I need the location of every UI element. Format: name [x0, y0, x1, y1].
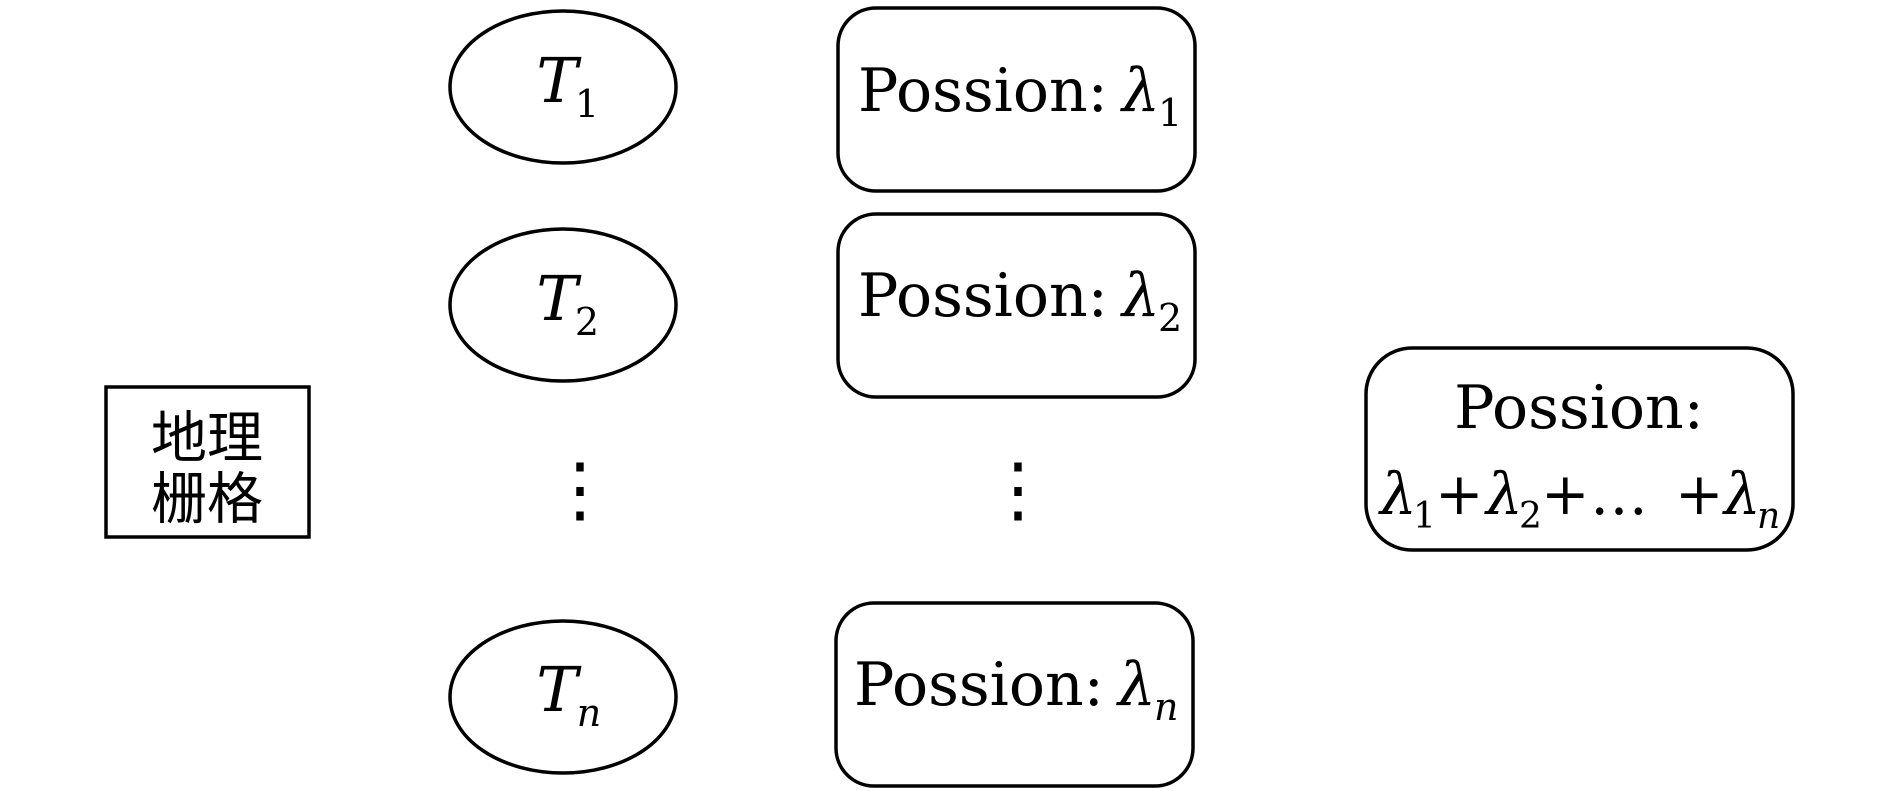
sum-term-subscript-2: 2: [1519, 496, 1542, 537]
time-nodes-ellipsis: ⋮: [544, 447, 616, 531]
time-node-symbol: T: [536, 262, 582, 335]
poisson-node-label: Possion:: [858, 56, 1108, 126]
poisson-sum-box: [1364, 346, 1795, 552]
sum-term-lambda-1: λ: [1378, 460, 1417, 528]
sum-term-subscript-1: 1: [1413, 496, 1436, 537]
time-node-2: T 2: [448, 227, 678, 383]
poisson-node-box: [834, 601, 1195, 788]
sum-term-lambda-2: λ: [1484, 460, 1523, 528]
poisson-sum-label: Possion:: [1454, 373, 1704, 443]
time-node-ellipse: [448, 9, 678, 165]
time-node-symbol: T: [536, 653, 582, 726]
sum-term-ellipsis: …: [1590, 460, 1648, 528]
geo-grid-node: 地理 栅格: [104, 385, 311, 539]
time-node-ellipse: [448, 619, 678, 775]
poisson-node-label: Possion:: [854, 650, 1104, 720]
time-node-1: T 1: [448, 9, 678, 165]
geo-grid-label-line2: 栅格: [151, 468, 263, 533]
sum-term-subscript-n: n: [1757, 496, 1780, 537]
poisson-node-subscript: 1: [1158, 91, 1182, 135]
poisson-node-symbol: λ: [1120, 261, 1160, 331]
geo-grid-box: [104, 385, 311, 539]
time-node-subscript: 2: [575, 300, 599, 344]
poisson-node-box: [836, 212, 1197, 399]
poisson-node-label: Possion:: [858, 261, 1108, 331]
poisson-node-n: Possion: λ n: [834, 601, 1195, 788]
sum-plus-1: +: [1435, 460, 1484, 528]
poisson-sum-node: Possion: λ 1 + λ 2 + … + λ n: [1364, 346, 1795, 552]
poisson-node-symbol: λ: [1116, 650, 1156, 720]
time-node-n: T n: [448, 619, 678, 775]
poisson-nodes-ellipsis: ⋮: [982, 447, 1054, 531]
poisson-node-subscript: n: [1154, 685, 1178, 729]
geo-grid-label-line1: 地理: [151, 407, 263, 472]
poisson-node-2: Possion: λ 2: [836, 212, 1197, 399]
time-node-subscript: 1: [575, 82, 599, 126]
sum-plus-2: +: [1541, 460, 1590, 528]
poisson-node-1: Possion: λ 1: [836, 6, 1197, 193]
poisson-node-subscript: 2: [1158, 296, 1182, 340]
sum-plus-3: +: [1675, 460, 1724, 528]
time-node-ellipse: [448, 227, 678, 383]
time-node-symbol: T: [536, 44, 582, 117]
poisson-node-symbol: λ: [1120, 56, 1160, 126]
sum-term-lambda-n: λ: [1722, 460, 1761, 528]
poisson-node-box: [836, 6, 1197, 193]
time-node-subscript: n: [577, 691, 601, 735]
